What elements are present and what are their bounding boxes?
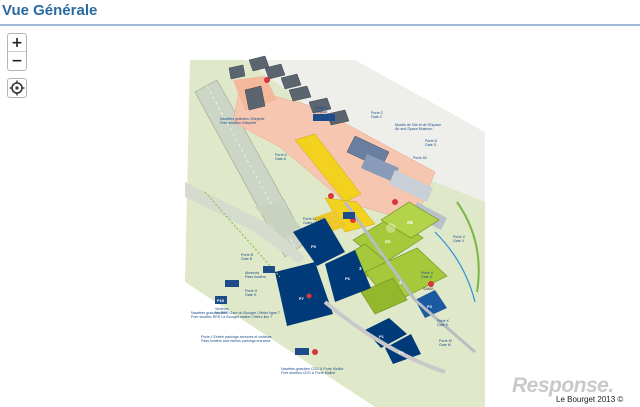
poi-markers[interactable]: [264, 77, 434, 355]
navettes-rer-en-label: Free shuttles RER Le Bourget station / M…: [191, 315, 272, 319]
hangars: [228, 55, 350, 126]
samu-label: SAMU: [423, 287, 434, 291]
gate-tags: [215, 114, 355, 355]
parkings: [275, 218, 447, 364]
porte-l-parking-en-label: Pass holders and visitors parkings entra…: [201, 339, 271, 343]
hall-4-label: 4: [399, 280, 402, 285]
site-map-svg: 2A 2B 3 4 P5 P6 P7 P1 P2 P3: [185, 52, 485, 407]
chalets-yellow: [294, 133, 362, 203]
porte-a-label: Porte A: [275, 153, 287, 157]
pass-holders-label: Pass holders: [245, 275, 266, 279]
hall-2a-label: 2A: [385, 239, 392, 244]
zoom-in-button[interactable]: +: [8, 34, 26, 52]
gate-h-label: Gate H: [245, 293, 257, 297]
navettes-vilepinte-label: Navettes gratuites Villepinte: [220, 117, 264, 121]
parking-p1-label: P1: [379, 334, 385, 339]
hall-2b-label: 2B: [407, 220, 414, 225]
porte-u-label: Porte U: [421, 271, 434, 275]
locate-button[interactable]: [7, 78, 27, 98]
zoom-control: + −: [7, 33, 27, 71]
navettes-cdg-label: Navettes gratuites CDG & Porte Maillot: [281, 367, 343, 371]
gate-v-label: Gate V: [453, 239, 465, 243]
site-map[interactable]: 2A 2B 3 4 P5 P6 P7 P1 P2 P3: [185, 52, 485, 407]
gate-d-label: Gate D: [425, 143, 437, 147]
gate-a-label: Gate A: [275, 157, 287, 161]
gate-k-label: Gate K: [437, 323, 449, 327]
target-icon: [9, 80, 25, 96]
gate-b-label: Gate B: [241, 257, 253, 261]
visiteurs-label: Visiteurs: [215, 307, 229, 311]
parking-p6-label: P6: [345, 276, 351, 281]
navettes-vilepinte-en-label: Free shuttles Villepinte: [220, 121, 256, 125]
visitors-label: Visitors: [215, 311, 227, 315]
porte-h-label: Porte H: [245, 289, 258, 293]
porte-c-label: Porte C: [371, 111, 384, 115]
copyright-text: Le Bourget 2013 ©: [556, 395, 624, 404]
page-title: Vue Générale: [2, 2, 98, 19]
parking-p3-label: P3: [427, 304, 433, 309]
navettes-cdg-en-label: Free shuttles CDG & Porte Maillot: [281, 371, 335, 375]
musee-en-label: Air and Space Museum: [395, 127, 432, 131]
porte-l-parking-label: Porte L Entrée parkings abonnés et visit…: [201, 335, 272, 339]
porte-k-label: Porte K: [437, 319, 450, 323]
hall-3-label: 3: [359, 266, 362, 271]
gate-m-label: Gate M: [439, 343, 451, 347]
parking-p10-label: P10: [217, 298, 225, 303]
porte-v-label: Porte V: [453, 235, 466, 239]
runway-secondary: [255, 202, 303, 238]
taxiway: [185, 182, 305, 264]
parking-p2-label: P2: [399, 350, 405, 355]
heliport-en-label: Heliport: [315, 110, 327, 114]
gate-l1-l2-label: Gates L1 / L2: [303, 221, 325, 225]
parking-p7-label: P7: [299, 296, 305, 301]
gate-c-label: Gate C: [371, 115, 383, 119]
header-bar: Vue Générale: [0, 0, 640, 26]
porte-m-label: Porte M: [439, 339, 452, 343]
heliport-label: Héliport: [315, 106, 327, 110]
musee-label: Musée de l'Air et de l'Espace: [395, 123, 441, 127]
porte-d2-label: Porte D2: [413, 156, 427, 160]
response-watermark: Response.: [512, 374, 614, 397]
porte-d-label: Porte D: [425, 139, 438, 143]
parking-p5-label: P5: [311, 244, 317, 249]
gate-u-label: Gate U: [421, 275, 433, 279]
porte-l1-l2-label: Porte L1 / L2: [303, 217, 324, 221]
porte-b-label: Porte B: [241, 253, 254, 257]
navettes-rer-label: Navettes gratuites RER Gare du Bourget /…: [191, 311, 280, 315]
zoom-out-button[interactable]: −: [11, 53, 23, 69]
abonnes-label: Abonnés: [245, 271, 259, 275]
